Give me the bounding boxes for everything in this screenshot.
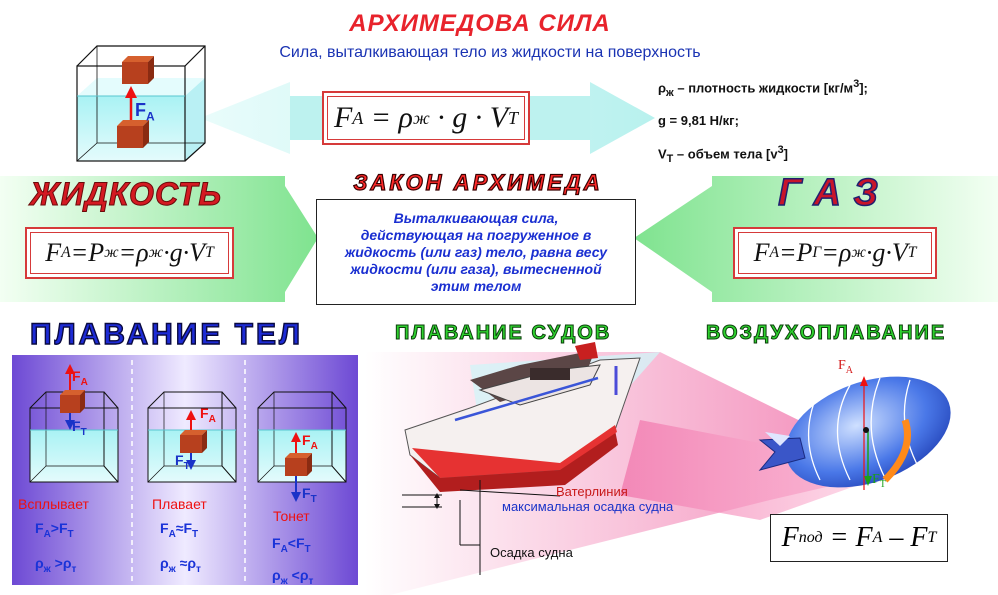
note-density: ρж – плотность жидкости [кг/м3]; — [658, 78, 868, 99]
case2-label: Плавает — [152, 496, 207, 512]
waterline-label: Ватерлиния — [556, 484, 628, 499]
law-heading: ЗАКОН АРХИМЕДА — [353, 169, 603, 195]
case2-force-cond: FA≈FT — [160, 520, 199, 540]
blimp-fa: FA — [838, 358, 854, 376]
tank-sink — [257, 391, 347, 502]
blimp-ft: FT — [872, 472, 886, 490]
aero-heading: ВОЗДУХОПЛАВАНИЕ — [705, 322, 947, 345]
case2-fa: FA — [200, 405, 216, 425]
case3-label: Тонет — [273, 508, 310, 524]
case3-force-cond: FA<FT — [272, 535, 311, 555]
law-statement: Выталкивающая сила, действующая на погру… — [316, 199, 636, 305]
gas-heading: ГАЗ — [777, 171, 892, 215]
liquid-heading: ЖИДКОСТЬ — [29, 176, 223, 213]
tank-float — [147, 391, 237, 483]
case1-force-cond: FA>FT — [35, 520, 74, 540]
blimp-illustration — [758, 376, 951, 490]
case2-density-cond: ρж ≈ρт — [160, 555, 201, 575]
draft-label: Осадка судна — [490, 545, 573, 560]
case1-density-cond: ρж >ρт — [35, 555, 77, 575]
max-draft-label: максимальная осадка судна — [502, 499, 674, 514]
page-subtitle: Сила, выталкивающая тело из жидкости на … — [279, 44, 701, 61]
ships-heading: ПЛАВАНИЕ СУДОВ — [394, 322, 612, 345]
top-tank-force-label: FA — [135, 100, 155, 124]
top-tank-illustration — [76, 45, 206, 162]
case3-ft: FT — [302, 485, 317, 505]
tank-float-up — [29, 364, 119, 483]
note-volume: VT – объем тела [v3] — [658, 144, 788, 165]
note-g: g = 9,81 Н/кг; — [658, 113, 739, 128]
case3-fa: FA — [302, 432, 318, 452]
case3-density-cond: ρж <ρт — [272, 567, 314, 587]
case1-label: Всплывает — [18, 496, 89, 512]
case2-ft: FT — [175, 452, 190, 472]
ship-illustration — [402, 342, 641, 575]
case1-fa: FA — [72, 368, 88, 388]
case1-ft: FT — [72, 418, 87, 438]
page-title: АРХИМЕДОВА СИЛА — [349, 10, 611, 37]
floating-heading: ПЛАВАНИЕ ТЕЛ — [29, 317, 304, 351]
